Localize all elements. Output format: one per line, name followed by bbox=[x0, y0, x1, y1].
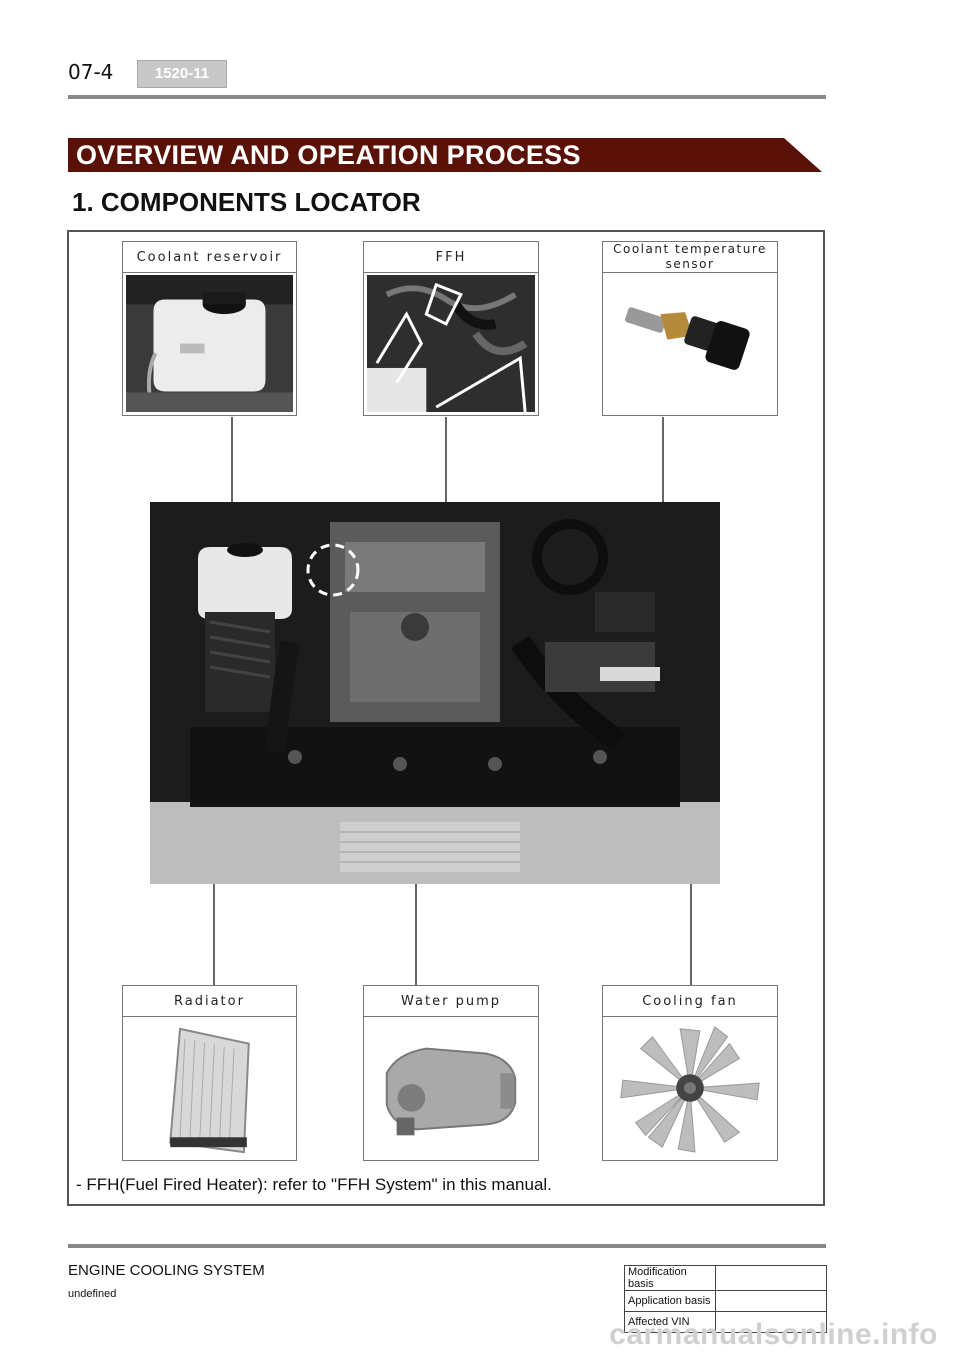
table-row: Application basis bbox=[624, 1290, 827, 1312]
affected-vin-label: Affected VIN bbox=[624, 1311, 716, 1333]
revision-table: Modification basis Application basis Aff… bbox=[624, 1265, 827, 1333]
affected-vin-value bbox=[715, 1311, 827, 1333]
table-row: Modification basis bbox=[624, 1265, 827, 1291]
cooling-fan-label: Cooling fan bbox=[603, 986, 777, 1017]
ffh-photo bbox=[367, 275, 535, 412]
modification-basis-label: Modification basis bbox=[624, 1265, 716, 1291]
model-code-badge: 1520-11 bbox=[137, 60, 227, 88]
coolant-reservoir-callout: Coolant reservoir bbox=[122, 241, 297, 416]
coolant-reservoir-label: Coolant reservoir bbox=[123, 242, 296, 273]
table-row: Affected VIN bbox=[624, 1311, 827, 1333]
water-pump-label: Water pump bbox=[364, 986, 538, 1017]
water-pump-callout: Water pump bbox=[363, 985, 539, 1161]
engine-bay-photo bbox=[150, 502, 720, 884]
page-number: 07-4 bbox=[68, 60, 114, 84]
application-basis-label: Application basis bbox=[624, 1290, 716, 1312]
coolant-temp-sensor-photo bbox=[606, 275, 774, 412]
application-basis-value bbox=[715, 1290, 827, 1312]
ffh-label: FFH bbox=[364, 242, 538, 273]
ffh-callout: FFH bbox=[363, 241, 539, 416]
footer-subtitle: undefined bbox=[68, 1288, 117, 1300]
bottom-divider bbox=[68, 1244, 826, 1248]
radiator-label: Radiator bbox=[123, 986, 296, 1017]
ffh-reference-note: - FFH(Fuel Fired Heater): refer to "FFH … bbox=[76, 1175, 552, 1194]
banner-title: OVERVIEW AND OPEATION PROCESS bbox=[76, 140, 581, 170]
coolant-reservoir-photo bbox=[126, 275, 293, 412]
section-title: 1. COMPONENTS LOCATOR bbox=[72, 187, 421, 217]
cooling-fan-photo bbox=[606, 1019, 774, 1157]
water-pump-photo bbox=[367, 1019, 535, 1157]
modification-basis-value bbox=[715, 1265, 827, 1291]
watermark: carmanualsonline.info bbox=[609, 1318, 938, 1351]
coolant-temp-sensor-label-line2: sensor bbox=[665, 257, 715, 271]
radiator-photo bbox=[126, 1019, 293, 1157]
cooling-fan-callout: Cooling fan bbox=[602, 985, 778, 1161]
radiator-callout: Radiator bbox=[122, 985, 297, 1161]
components-figure: Coolant reservoir FFH bbox=[67, 230, 825, 1206]
section-banner bbox=[68, 138, 822, 172]
footer-title: ENGINE COOLING SYSTEM bbox=[68, 1262, 265, 1279]
top-divider bbox=[68, 95, 826, 99]
coolant-temp-sensor-label-line1: Coolant temperature bbox=[613, 242, 767, 256]
